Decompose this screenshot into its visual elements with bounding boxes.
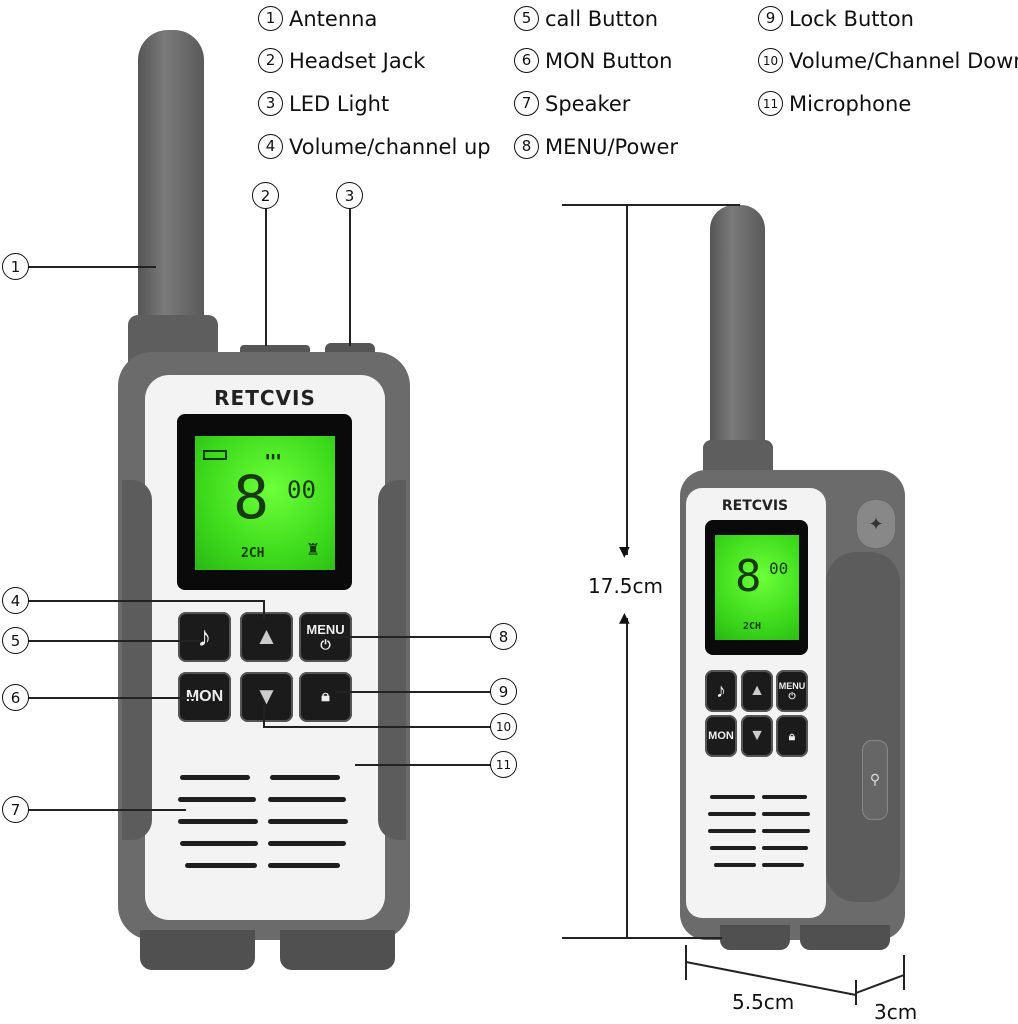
volume-up-button[interactable]: ▲ [240,612,293,662]
callout-6: 6 [2,684,29,711]
legend-number: 3 [258,91,283,116]
brand-logo: RETCVIS [214,386,316,410]
signal-icon: ▮▮▮ [265,452,282,462]
lcd-screen: ▮▮▮ 8 00 2CH ♜ [177,414,352,590]
tower-icon: ♜ [307,536,320,560]
power-icon: ⏻ [788,690,796,701]
callout-3: 3 [336,182,363,209]
legend-label: Lock Button [789,6,914,31]
callout-11: 11 [490,751,517,778]
callout-1: 1 [2,253,29,280]
legend-number: 8 [514,134,539,159]
arrow-up-icon: ▲ [619,610,630,626]
callout-8: 8 [490,623,517,650]
legend-label: call Button [545,6,659,31]
legend-number: 2 [258,48,283,73]
lock-button[interactable]: 🔒︎ [776,715,808,757]
call-button[interactable]: ♪ [705,670,737,712]
callout-7: 7 [2,796,29,823]
legend-number: 6 [514,48,539,73]
legend-label: Microphone [789,91,912,116]
legend-label: Volume/channel up [289,134,491,159]
brand-logo: RETCVIS [721,498,789,514]
legend-number: 11 [758,91,783,116]
power-icon: ⏻ [320,636,331,652]
menu-label: MENU [778,680,806,691]
sub-channel: 00 [287,476,316,504]
legend-number: 1 [258,6,283,31]
legend-label: Volume/Channel Down [789,48,1018,73]
side-grip [378,480,406,840]
volume-down-button[interactable]: ▼ [240,672,293,722]
callout-10: 10 [490,713,517,740]
legend-label: Headset Jack [289,48,426,73]
lcd-display: ▮▮▮ 8 00 2CH ♜ [195,436,335,570]
volume-up-button[interactable]: ▲ [741,670,773,712]
depth-label: 3cm [874,1000,918,1024]
lock-button[interactable]: 🔒︎ [299,672,352,722]
legend-label: Antenna [289,6,378,31]
side-grip [122,480,152,840]
usb-port: ⚲ [862,740,888,820]
volume-down-button[interactable]: ▼ [741,715,773,757]
width-depth-lines [685,945,905,1005]
legend-number: 4 [258,134,283,159]
lock-icon: 🔒︎ [321,688,330,705]
channel-digit: 8 [233,463,270,533]
legend-number: 10 [758,48,783,73]
antenna [710,205,765,455]
mon-button[interactable]: MON [705,715,737,757]
lcd-screen: 8 00 2CH [705,520,808,655]
antenna [138,30,204,330]
call-button[interactable]: ♪ [178,612,231,662]
callout-2: 2 [252,182,279,209]
channel-label: 2CH [241,546,265,561]
callout-4: 4 [2,587,29,614]
callout-9: 9 [490,678,517,705]
callout-5: 5 [2,627,29,654]
battery-icon [203,450,227,460]
foot [800,925,890,950]
legend-label: MENU/Power [545,134,679,159]
menu-power-button[interactable]: MENU⏻ [776,670,808,712]
legend-number: 9 [758,6,783,31]
side-grip [826,552,900,902]
channel-digit: 8 [735,551,762,602]
legend-label: Speaker [545,91,631,116]
sub-channel: 00 [769,559,789,578]
width-label: 5.5cm [732,990,795,1014]
foot [720,925,790,950]
legend-number: 7 [514,91,539,116]
foot [280,930,395,970]
arrow-down-icon: ▼ [619,544,630,560]
foot [140,930,255,970]
lock-icon: 🔒︎ [788,728,796,743]
flashlight-button[interactable]: ✦ [857,500,895,548]
legend-number: 5 [514,6,539,31]
legend-label: LED Light [289,91,390,116]
legend-label: MON Button [545,48,673,73]
height-label: 17.5cm [588,574,664,598]
lcd-display: 8 00 2CH [715,535,799,640]
menu-label: MENU [306,621,345,637]
channel-label: 2CH [743,621,762,632]
